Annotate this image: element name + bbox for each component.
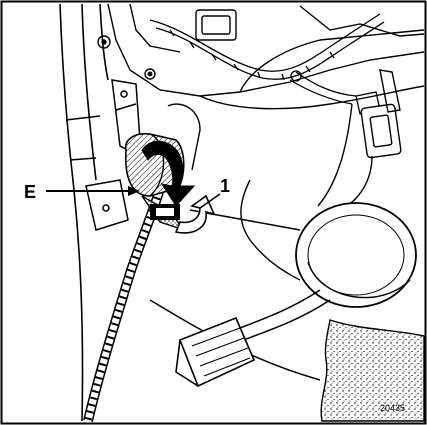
figure-number: 20435 bbox=[380, 403, 405, 413]
accelerator-pedal bbox=[175, 316, 256, 388]
upper-wiring-harness bbox=[149, 13, 385, 115]
dashboard-underside bbox=[97, 3, 425, 110]
floor-carpet bbox=[320, 319, 425, 422]
switch-bracket bbox=[85, 79, 141, 231]
lower-wiring-harness bbox=[83, 149, 175, 423]
callout-e-label: E bbox=[24, 182, 36, 202]
round-pedal bbox=[295, 202, 417, 308]
pedal-cable bbox=[240, 103, 353, 281]
callout-1-label: 1 bbox=[220, 176, 230, 196]
callout-1: 1 bbox=[199, 176, 230, 209]
callout-e: E bbox=[24, 182, 140, 202]
rotation-arrow bbox=[141, 140, 196, 207]
